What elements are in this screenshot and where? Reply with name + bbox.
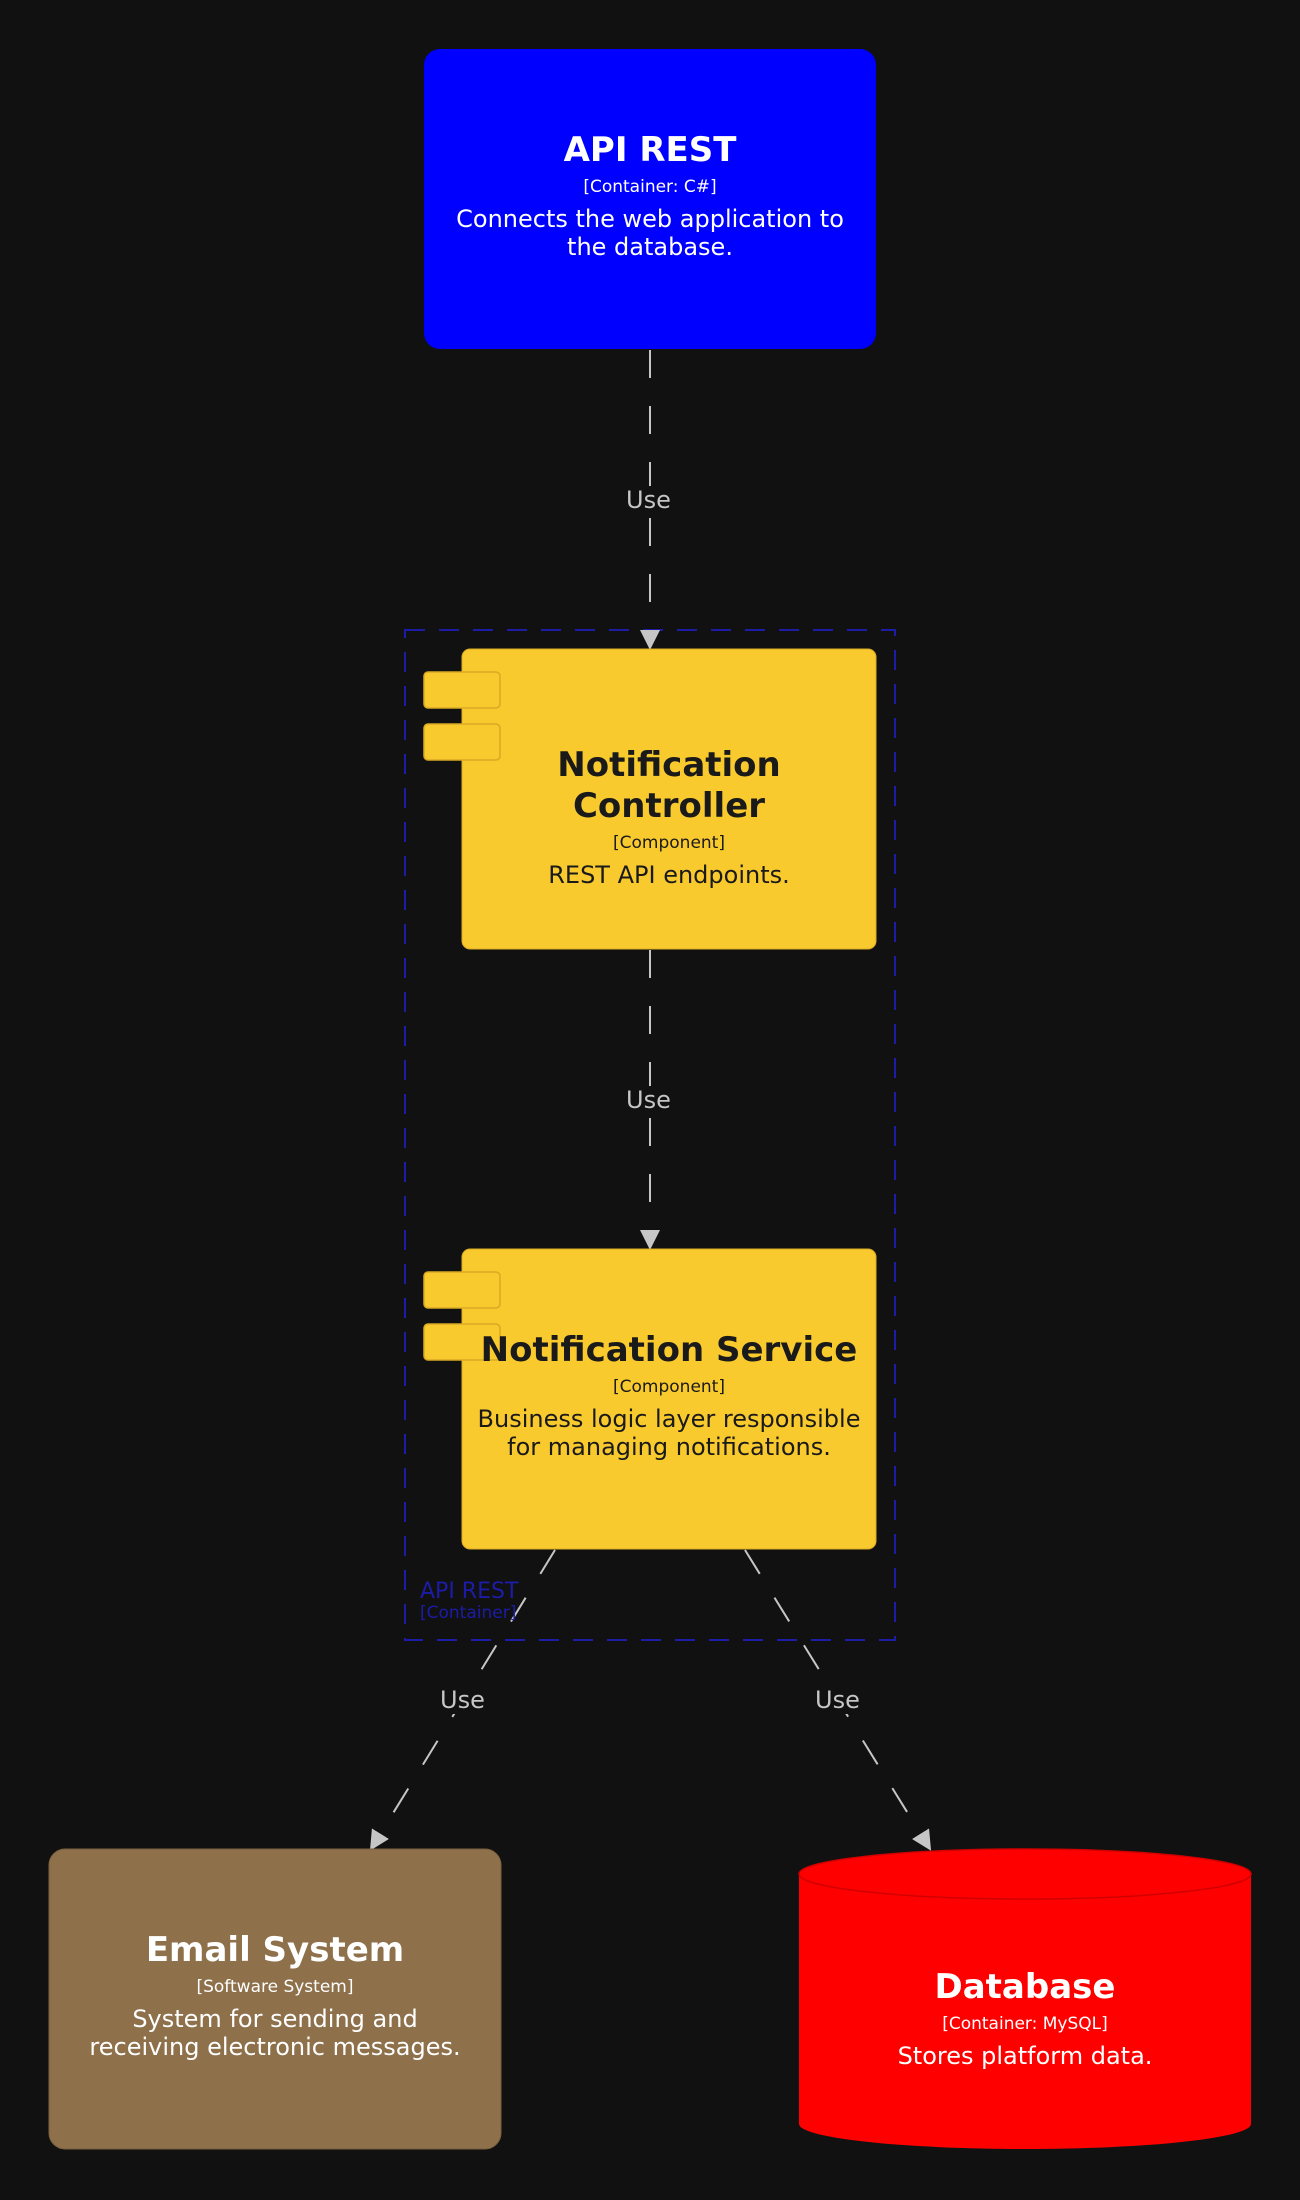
node-description: Stores platform data. [897,2042,1153,2071]
node-title: Database [934,1967,1116,2007]
component-tab-icon [423,671,501,709]
database-text: Database [Container: MySQL] Stores platf… [799,1967,1251,2070]
edge-label-service-to-email: Use [436,1686,489,1714]
node-description: System for sending and receiving electro… [89,2005,461,2062]
node-description: REST API endpoints. [548,860,790,889]
email-system-text: Email System [Software System] System fo… [49,1930,501,2061]
edge-label-service-to-database: Use [811,1686,864,1714]
email-system-node[interactable] [48,1848,502,2150]
node-title: Notification Service [480,1330,858,1370]
node-title: API REST [563,130,737,170]
notification-controller-text: Notification Controller [Component] REST… [462,745,876,889]
node-description: Connects the web application to the data… [456,205,844,262]
boundary-title: API REST [420,1579,519,1604]
node-technology: [Software System] [196,1976,354,1997]
component-tab-icon [423,1271,501,1309]
database-node[interactable] [798,1848,1252,2149]
node-description: Business logic layer responsible for man… [477,1405,861,1462]
node-technology: [Component] [613,832,725,853]
node-technology: [Container: C#] [583,176,717,197]
node-title: Notification Controller [557,745,781,826]
component-tab-icon [423,1323,501,1361]
notification-service-node[interactable] [461,1248,877,1550]
notification-service-text: Notification Service [Component] Busines… [462,1330,876,1461]
api-rest-text: API REST [Container: C#] Connects the we… [424,130,876,261]
node-technology: [Container: MySQL] [942,2013,1108,2034]
edge-label-controller-to-service: Use [622,1086,675,1114]
notification-controller-node[interactable] [461,648,877,950]
component-tab-icon [423,723,501,761]
edge-label-api-to-controller: Use [622,486,675,514]
node-title: Email System [145,1930,405,1970]
api-rest-node[interactable] [424,49,876,349]
boundary-technology: [Container] [420,1603,517,1624]
boundary-label: API REST [Container] [420,1579,519,1624]
node-technology: [Component] [613,1376,725,1397]
